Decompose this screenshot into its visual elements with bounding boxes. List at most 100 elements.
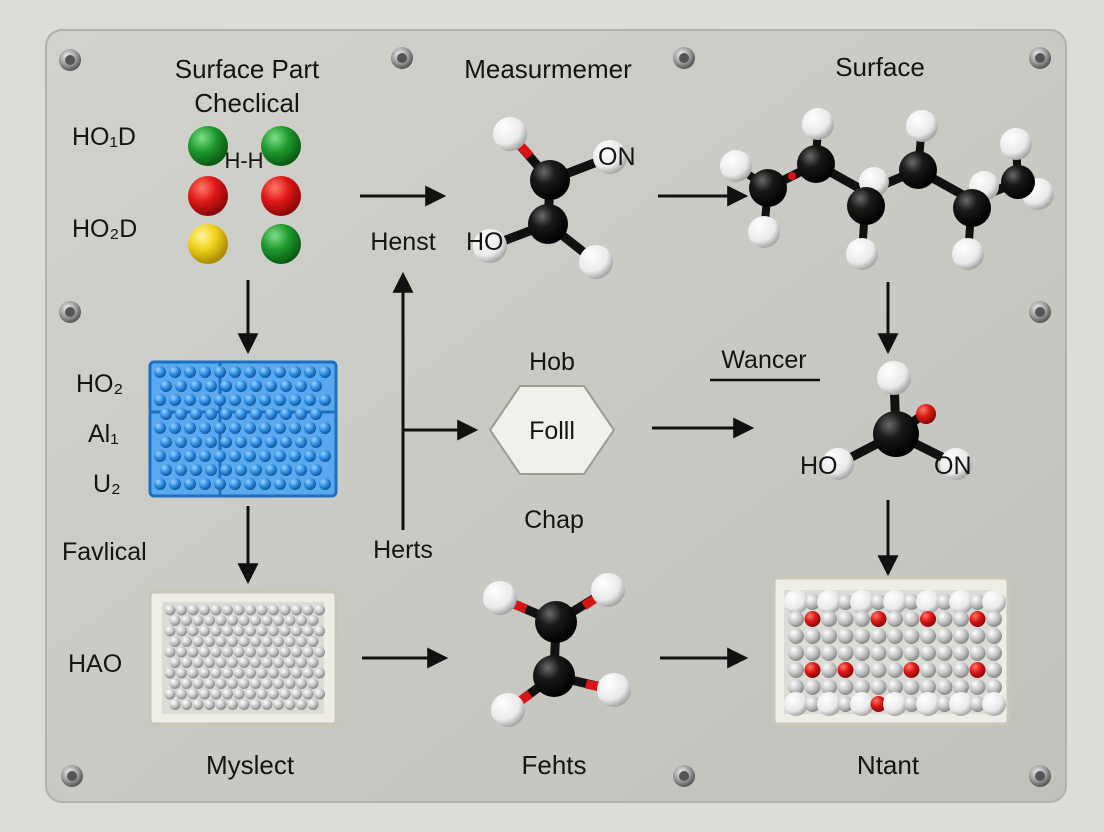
lattice-block	[772, 576, 1010, 726]
bottom-label-left: Myslect	[206, 750, 295, 780]
crystal-sphere	[222, 625, 233, 637]
blue-sphere	[319, 366, 331, 378]
lattice-sphere	[817, 590, 841, 614]
lattice-sphere	[920, 645, 936, 661]
lattice-sphere	[903, 645, 920, 661]
blue-sphere	[220, 380, 232, 392]
blue-sphere	[184, 478, 196, 490]
blue-sphere	[310, 408, 322, 420]
blue-sphere	[190, 408, 202, 420]
lattice-sphere	[969, 696, 986, 712]
crystal-sphere	[233, 688, 245, 700]
red-bead	[261, 176, 301, 216]
crystal-sphere	[204, 699, 215, 710]
crystal-sphere	[284, 657, 296, 668]
crystal-sphere	[279, 625, 291, 637]
blue-sphere	[289, 366, 301, 378]
crystal-sphere	[199, 688, 210, 700]
crystal-sphere	[268, 688, 279, 700]
blue-sphere	[259, 450, 271, 462]
crystal-sphere	[268, 646, 279, 658]
blue-sphere	[259, 478, 271, 490]
lattice-sphere	[821, 628, 837, 644]
blue-porous-block	[148, 360, 338, 498]
side-label-ho2d: HO₂D	[72, 215, 137, 243]
lattice-sphere	[903, 594, 920, 610]
lattice-sphere	[784, 692, 808, 716]
crystal-sphere	[199, 667, 210, 679]
blue-sphere	[229, 366, 241, 378]
crystal-sphere	[261, 678, 273, 689]
crystal-sphere	[279, 604, 291, 616]
blue-sphere	[220, 436, 232, 448]
lattice-sphere	[969, 628, 986, 644]
blue-sphere	[199, 394, 211, 406]
blue-sphere	[310, 464, 322, 476]
lattice-sphere	[916, 692, 940, 716]
lattice-sphere	[854, 645, 870, 661]
side-label-ho1d: HO₁D	[72, 123, 136, 151]
blue-sphere	[304, 394, 316, 406]
blue-sphere	[169, 478, 181, 490]
lattice-sphere	[854, 628, 870, 644]
lattice-sphere	[870, 594, 887, 610]
blue-sphere	[190, 436, 202, 448]
crystal-block	[148, 590, 338, 726]
lattice-sphere	[870, 645, 887, 661]
blue-sphere	[319, 450, 331, 462]
crystal-sphere	[238, 636, 250, 647]
crystal-sphere	[250, 615, 261, 626]
crystal-sphere	[227, 699, 238, 710]
lattice-sphere	[870, 628, 887, 644]
lattice-sphere	[837, 611, 854, 627]
crystal-sphere	[314, 667, 325, 679]
crystal-sphere	[181, 678, 192, 689]
crystal-sphere	[273, 678, 284, 689]
blue-sphere	[184, 450, 196, 462]
lattice-sphere	[903, 679, 920, 695]
blue-sphere	[244, 450, 256, 462]
crystal-sphere	[169, 657, 181, 668]
blue-sphere	[265, 436, 277, 448]
lattice-sphere	[850, 590, 874, 614]
blue-sphere	[205, 464, 217, 476]
blue-sphere	[244, 394, 256, 406]
header-right-label: Surface	[835, 52, 925, 82]
lattice-sphere	[804, 594, 821, 610]
crystal-sphere	[250, 678, 261, 689]
lattice-sphere	[986, 679, 1002, 695]
blue-sphere	[280, 464, 292, 476]
blue-sphere	[235, 464, 247, 476]
blue-sphere	[319, 478, 331, 490]
lattice-sphere	[916, 590, 940, 614]
crystal-sphere	[210, 625, 222, 637]
screw-icons	[59, 47, 1051, 787]
lattice-sphere	[986, 645, 1002, 661]
blue-sphere	[289, 478, 301, 490]
lattice-sphere	[949, 590, 973, 614]
crystal-sphere	[164, 667, 176, 679]
molecule-label-on-top: ON	[598, 143, 636, 171]
blue-sphere	[250, 436, 262, 448]
blue-sphere	[235, 380, 247, 392]
blue-sphere	[199, 422, 211, 434]
crystal-sphere	[284, 678, 296, 689]
flow-label-herts: Herts	[373, 536, 433, 564]
crystal-sphere	[302, 604, 314, 616]
lattice-sphere	[854, 679, 870, 695]
crystal-sphere	[291, 604, 302, 616]
side-label-ho2: HO₂	[76, 370, 123, 398]
lattice-sphere	[936, 696, 953, 712]
molecule-bottom-center	[483, 573, 631, 727]
blue-sphere	[175, 408, 187, 420]
blue-sphere	[154, 422, 166, 434]
lattice-sphere	[788, 611, 804, 627]
crystal-sphere	[268, 625, 279, 637]
blue-sphere	[154, 366, 166, 378]
crystal-sphere	[181, 657, 192, 668]
green-bead	[261, 224, 301, 264]
lattice-sphere	[887, 611, 903, 627]
lattice-sphere	[903, 696, 920, 712]
crystal-sphere	[181, 615, 192, 626]
